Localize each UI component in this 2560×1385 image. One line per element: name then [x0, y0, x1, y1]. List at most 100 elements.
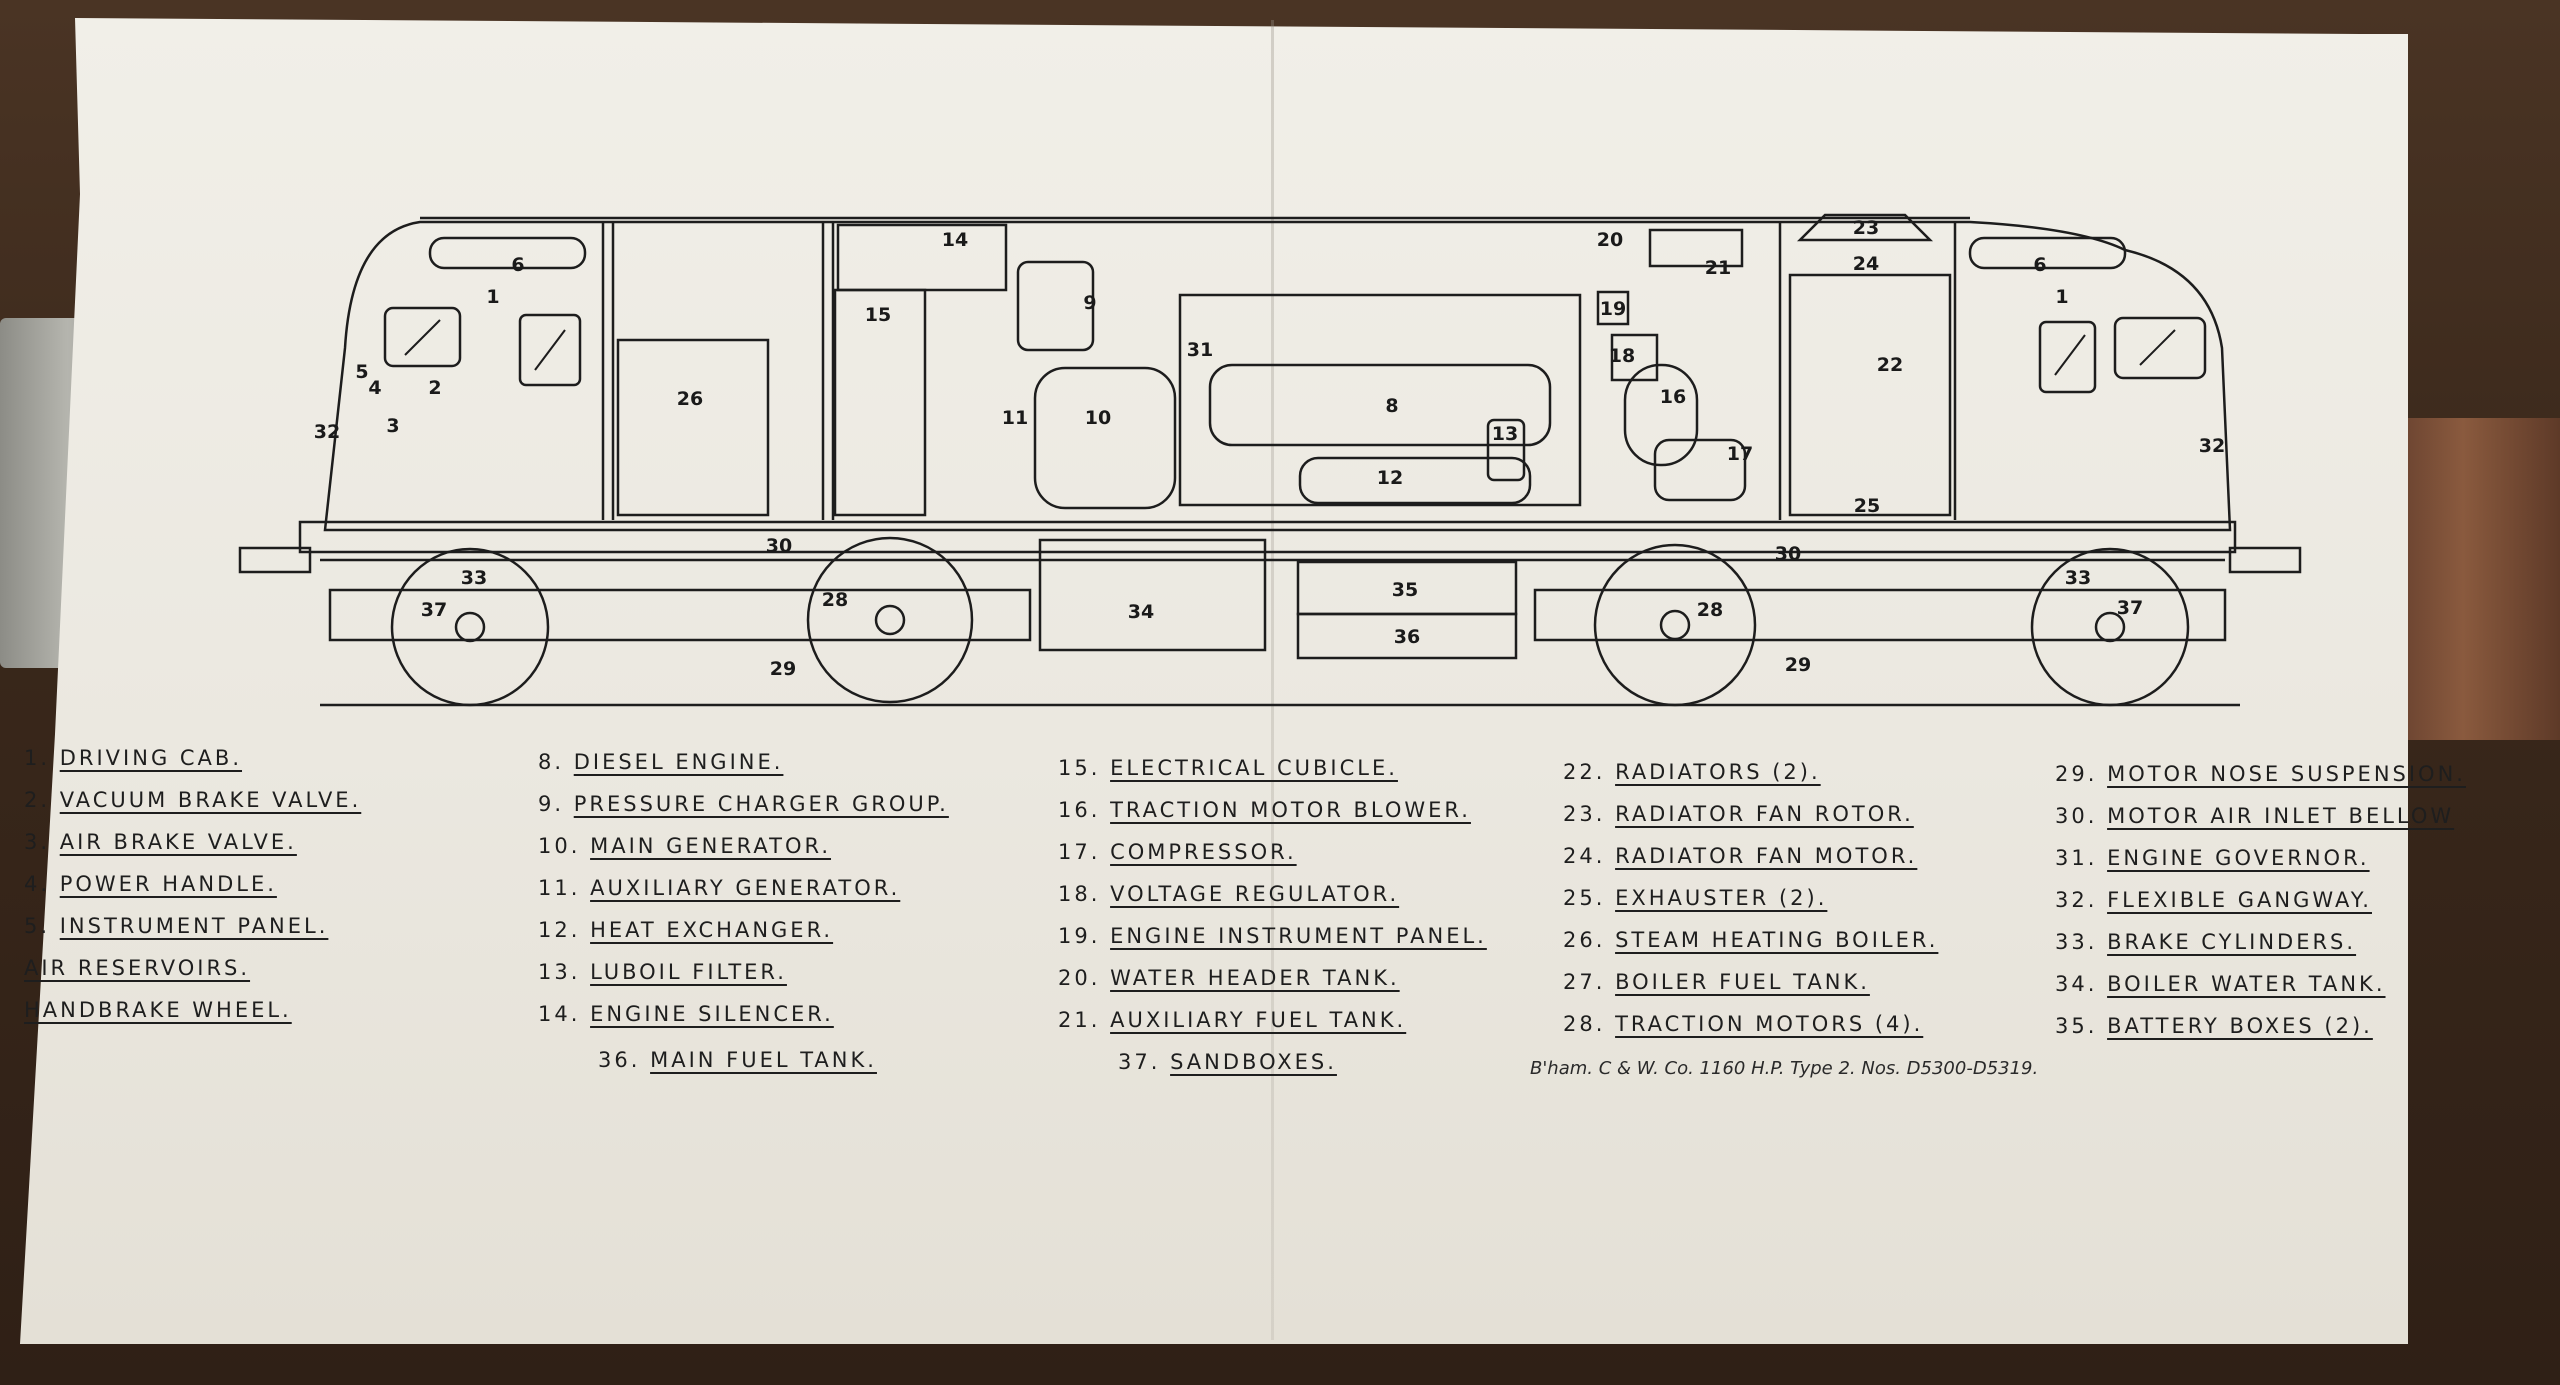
- compressor-17: [1653, 438, 1747, 502]
- paper-fold-crease: [1271, 20, 1274, 1340]
- fuel-tank-21: [1648, 228, 1744, 268]
- water-tank-left: [428, 236, 587, 270]
- key-number: 25.: [1563, 886, 1616, 910]
- silencer-14: [836, 223, 1008, 292]
- key-label: SANDBOXES.: [1170, 1050, 1337, 1074]
- key-number: 28.: [1563, 1012, 1616, 1036]
- part-label: 30: [765, 535, 793, 557]
- key-number: 30.: [2055, 804, 2108, 828]
- part-label: 11: [1001, 407, 1029, 429]
- key-number: 1.: [24, 746, 60, 770]
- part-label: 37: [2116, 597, 2144, 619]
- key-number: 16.: [1058, 798, 1111, 822]
- key-label: RADIATORS (2).: [1615, 760, 1821, 784]
- key-label: DIESEL ENGINE.: [573, 750, 784, 774]
- part-label: 24: [1852, 253, 1880, 275]
- key-item: 13. LUBOIL FILTER.: [538, 960, 787, 984]
- key-item: 9. PRESSURE CHARGER GROUP.: [538, 792, 949, 816]
- luboil-filter-13: [1486, 418, 1526, 482]
- part-label: 30: [1774, 543, 1802, 565]
- cab-window-left-1: [383, 306, 462, 368]
- part-label: 22: [1876, 354, 1904, 376]
- key-label: BRAKE CYLINDERS.: [2107, 930, 2357, 954]
- part-label: 26: [676, 388, 704, 410]
- key-number: 23.: [1563, 802, 1616, 826]
- part-label: 36: [1393, 626, 1421, 648]
- part-label: 16: [1659, 386, 1687, 408]
- key-item: 25. EXHAUSTER (2).: [1563, 886, 1827, 910]
- key-item: 24. RADIATOR FAN MOTOR.: [1563, 844, 1917, 868]
- key-number: 8.: [538, 750, 574, 774]
- part-label: 29: [769, 658, 797, 680]
- key-item: HANDBRAKE WHEEL.: [24, 998, 292, 1022]
- part-label: 37: [420, 599, 448, 621]
- key-item: 22. RADIATORS (2).: [1563, 760, 1821, 784]
- key-label: ELECTRICAL CUBICLE.: [1110, 756, 1398, 780]
- key-label: MOTOR AIR INLET BELLOW: [2107, 804, 2455, 828]
- cab-window-left-2: [518, 313, 582, 387]
- radiator-22: [1788, 273, 1952, 517]
- buffer-right: [2228, 546, 2302, 574]
- key-number: 15.: [1058, 756, 1111, 780]
- key-number: 4.: [24, 872, 60, 896]
- part-label: 6: [511, 254, 525, 276]
- key-item: 23. RADIATOR FAN ROTOR.: [1563, 802, 1914, 826]
- key-item: 5. INSTRUMENT PANEL.: [24, 914, 328, 938]
- key-number: 21.: [1058, 1008, 1111, 1032]
- key-number: 36.: [598, 1048, 651, 1072]
- fuel-tank-36: [1296, 612, 1518, 660]
- cab-window-right-2: [2038, 320, 2097, 394]
- key-item: 17. COMPRESSOR.: [1058, 840, 1297, 864]
- key-item: 18. VOLTAGE REGULATOR.: [1058, 882, 1399, 906]
- key-label: AUXILIARY FUEL TANK.: [1110, 1008, 1407, 1032]
- key-number: 26.: [1563, 928, 1616, 952]
- key-number: 10.: [538, 834, 591, 858]
- wheel-2: [806, 536, 974, 704]
- key-label: BATTERY BOXES (2).: [2107, 1014, 2373, 1038]
- key-item: 35. BATTERY BOXES (2).: [2055, 1014, 2373, 1038]
- key-number: 29.: [2055, 762, 2108, 786]
- part-label: 2: [428, 377, 442, 399]
- part-label: 9: [1083, 292, 1097, 314]
- part-label: 4: [368, 377, 382, 399]
- key-number: 22.: [1563, 760, 1616, 784]
- boiler-26: [616, 338, 770, 517]
- key-label: WATER HEADER TANK.: [1110, 966, 1400, 990]
- key-number: 31.: [2055, 846, 2108, 870]
- key-item: 19. ENGINE INSTRUMENT PANEL.: [1058, 924, 1487, 948]
- key-item: 26. STEAM HEATING BOILER.: [1563, 928, 1938, 952]
- key-item: 33. BRAKE CYLINDERS.: [2055, 930, 2356, 954]
- part-label: 28: [1696, 599, 1724, 621]
- part-label: 13: [1491, 423, 1519, 445]
- key-label: TRACTION MOTORS (4).: [1615, 1012, 1924, 1036]
- wheel-3: [1593, 543, 1757, 707]
- water-tank-right: [1968, 236, 2127, 270]
- key-label: COMPRESSOR.: [1110, 840, 1297, 864]
- part-label: 20: [1596, 229, 1624, 251]
- key-label: FLEXIBLE GANGWAY.: [2107, 888, 2372, 912]
- regulator-18: [1610, 333, 1659, 382]
- key-item: 16. TRACTION MOTOR BLOWER.: [1058, 798, 1471, 822]
- key-item: 30. MOTOR AIR INLET BELLOW: [2055, 804, 2454, 828]
- buffer-left: [238, 546, 312, 574]
- key-item: 21. AUXILIARY FUEL TANK.: [1058, 1008, 1406, 1032]
- key-item: 37. SANDBOXES.: [1118, 1050, 1337, 1074]
- part-label: 23: [1852, 217, 1880, 239]
- bogie-right-frame: [1533, 588, 2227, 642]
- key-item: 31. ENGINE GOVERNOR.: [2055, 846, 2370, 870]
- key-number: 35.: [2055, 1014, 2108, 1038]
- key-label: MAIN FUEL TANK.: [650, 1048, 877, 1072]
- key-label: HEAT EXCHANGER.: [590, 918, 834, 942]
- key-number: 14.: [538, 1002, 591, 1026]
- key-item: 3. AIR BRAKE VALVE.: [24, 830, 297, 854]
- key-number: 32.: [2055, 888, 2108, 912]
- part-label: 15: [864, 304, 892, 326]
- loco-body-outline: [323, 220, 2232, 532]
- key-item: 4. POWER HANDLE.: [24, 872, 277, 896]
- key-label: AIR RESERVOIRS.: [24, 956, 251, 980]
- key-number: 19.: [1058, 924, 1111, 948]
- key-number: 34.: [2055, 972, 2108, 996]
- generator-10: [1033, 366, 1177, 510]
- panel-19: [1596, 290, 1630, 326]
- part-label: 32: [313, 421, 341, 443]
